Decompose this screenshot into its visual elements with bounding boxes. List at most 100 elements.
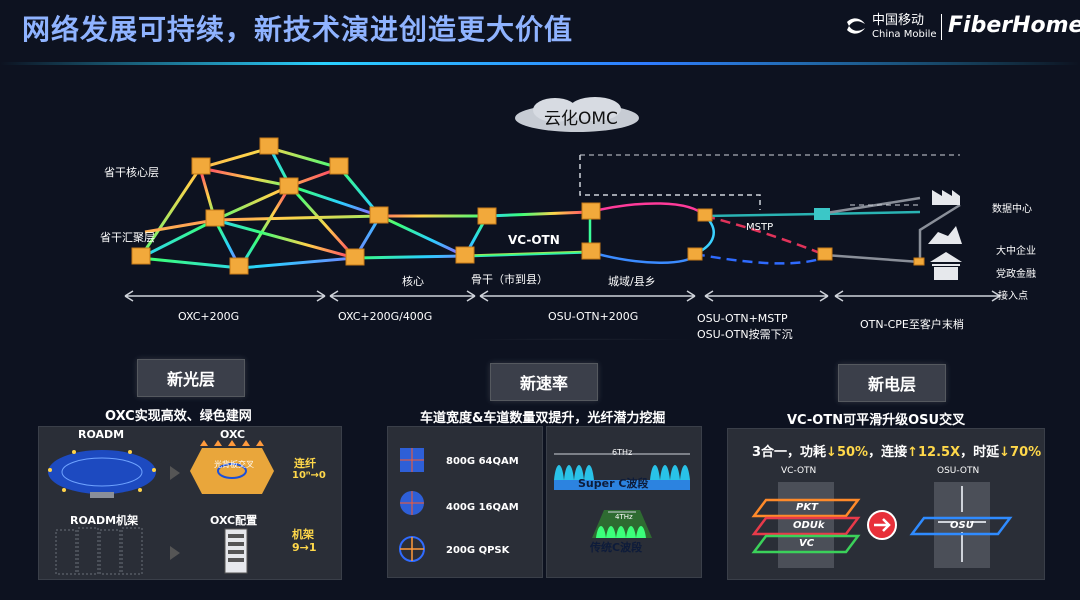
range-label: OXC+200G	[178, 310, 240, 323]
arrow-icons	[170, 466, 180, 560]
oxc-label: OXC	[220, 428, 246, 441]
node-icon	[697, 208, 713, 222]
china-mobile-logo-icon	[847, 18, 865, 34]
range-label: OSU-OTN+200G	[548, 310, 639, 323]
node-icon	[581, 202, 601, 220]
optical-layer-heading: 新光层	[137, 359, 245, 397]
electrical-stats: 3合一，功耗↓50%，连接↑12.5X，时延↓70%	[752, 441, 1041, 460]
enterprise-label: 大中企业	[996, 246, 1036, 257]
node-icon	[131, 247, 151, 265]
mstp-label: MSTP	[746, 222, 774, 233]
traditional-c-label: 传统C波段	[590, 541, 643, 554]
backbone-label: 骨干（市到县）	[471, 273, 548, 286]
vc-otn-label: VC-OTN	[508, 233, 560, 247]
roadm-label: ROADM	[78, 428, 125, 441]
enterprise-icon	[928, 226, 962, 244]
aggregation-layer-label: 省干汇聚层	[100, 231, 155, 244]
rate-heading: 新速率	[490, 363, 598, 401]
node-icon	[477, 207, 497, 225]
band-width-label: 6THz	[612, 448, 633, 457]
optical-subtitle: OXC实现高效、绿色建网	[105, 409, 252, 424]
electrical-subtitle: VC-OTN可平滑升级OSU交叉	[787, 413, 966, 428]
down-arrow-icon: ↓	[999, 445, 1011, 460]
node-icon	[581, 242, 601, 260]
constellation-icons	[399, 448, 425, 562]
up-arrow-icon: ↑	[907, 445, 918, 460]
range-label: OXC+200G/400G	[338, 310, 433, 323]
modulation-item: 400G 16QAM	[446, 502, 519, 513]
electrical-layer-heading: 新电层	[838, 364, 946, 402]
layer-vc: VC	[799, 538, 815, 549]
range-label: OSU-OTN+MSTP	[697, 312, 788, 325]
node-icon	[205, 209, 225, 227]
layer-oduk: ODUk	[793, 520, 825, 531]
vc-otn-caption: VC-OTN	[781, 466, 817, 476]
band-small-label: 4THz	[615, 513, 633, 521]
rate-subtitle: 车道宽度&车道数量双提升，光纤潜力挖掘	[420, 411, 666, 426]
range-arrows	[124, 290, 1001, 302]
modulation-item: 800G 64QAM	[446, 456, 519, 467]
access-point-label: 接入点	[998, 291, 1028, 302]
datacenter-label: 数据中心	[992, 204, 1032, 215]
node-icon	[229, 257, 249, 275]
datacenter-icon	[932, 190, 960, 205]
modulation-item: 200G QPSK	[446, 545, 510, 556]
stats-mid: ，连接	[868, 445, 908, 460]
roadm-mesh-icon	[48, 450, 156, 498]
node-icon	[279, 177, 299, 195]
page-title: 网络发展可持续，新技术演进创造更大价值	[22, 13, 574, 46]
node-icon	[329, 157, 349, 175]
roadm-rack-label: ROADM机架	[70, 514, 139, 527]
down-arrow-icon: ↓	[826, 445, 837, 460]
right-icons	[928, 190, 962, 280]
stats-delay: 70%	[1010, 445, 1042, 460]
electrical-layers-diagram	[751, 482, 1013, 568]
oxc-switch-icon	[190, 440, 274, 494]
osu-otn-caption: OSU-OTN	[937, 466, 980, 476]
network-nodes	[131, 137, 925, 275]
node-icon	[191, 157, 211, 175]
rack-label: 机架	[292, 528, 314, 541]
title-underline	[0, 62, 1080, 65]
oxc-rack-icon	[224, 528, 248, 574]
stats-mid2: ，时延	[960, 445, 1000, 460]
super-c-label: Super C波段	[578, 477, 649, 490]
logo-china-mobile-cn: 中国移动	[872, 13, 925, 28]
logo-fiberhome: FiberHome	[948, 13, 1080, 38]
metro-ring	[588, 196, 961, 265]
fiber-value: 10ⁿ→0	[292, 470, 326, 481]
node-icon	[455, 246, 475, 264]
fiber-label: 连纤	[294, 457, 316, 470]
logo-divider	[941, 14, 942, 40]
network-diagram	[124, 137, 1001, 340]
node-icon	[817, 247, 833, 261]
logo-china-mobile-en: China Mobile	[872, 29, 937, 40]
roadm-racks-icon	[55, 527, 143, 575]
stats-power: 50%	[836, 445, 869, 460]
government-icon	[930, 252, 962, 280]
layer-osu: OSU	[950, 520, 974, 531]
government-label: 党政金融	[996, 269, 1036, 280]
node-icon	[345, 248, 365, 266]
metro-label: 城域/县乡	[608, 275, 656, 288]
stats-prefix: 3合一，功耗	[752, 445, 827, 460]
oxc-rack-label: OXC配置	[210, 514, 258, 527]
rack-value: 9→1	[292, 541, 317, 554]
cloud-omc-label: 云化OMC	[544, 109, 618, 129]
omc-dashed-link	[579, 155, 761, 210]
node-icon	[687, 247, 703, 261]
layer-pkt: PKT	[796, 502, 818, 513]
node-icon	[913, 257, 925, 266]
mstp-node-icon	[814, 208, 830, 220]
band-spectrum-icon	[554, 453, 690, 538]
oxc-core-label: 光背板交叉	[214, 460, 254, 469]
range-label-2: OSU-OTN按需下沉	[697, 328, 793, 341]
core-label: 核心	[402, 275, 424, 288]
band-panel	[546, 426, 702, 578]
node-icon	[369, 206, 389, 224]
stats-connection: 12.5X	[918, 445, 961, 460]
core-layer-label: 省干核心层	[104, 166, 159, 179]
node-icon	[259, 137, 279, 155]
cloud-omc-icon	[515, 97, 639, 132]
range-label: OTN-CPE至客户末梢	[860, 318, 964, 331]
